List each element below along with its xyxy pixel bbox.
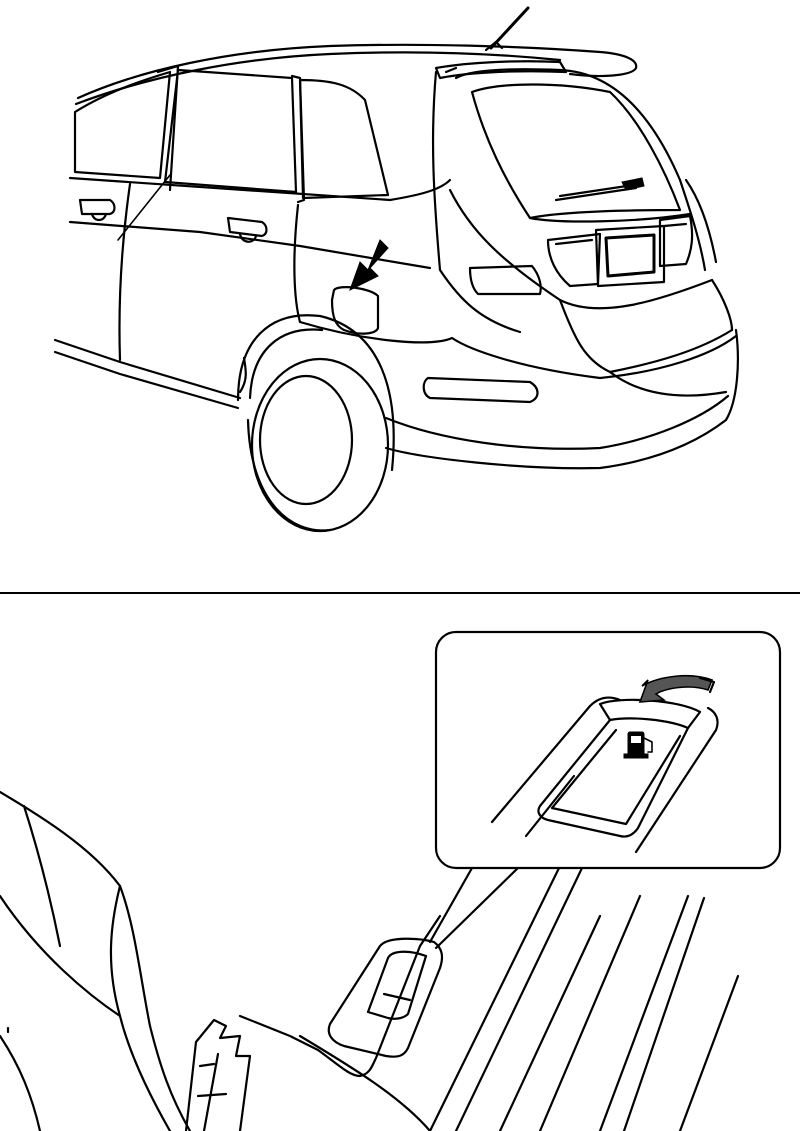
vehicle-rear-view-illustration [53,6,739,533]
rear-wiper [554,177,645,202]
rear-bumper [298,320,739,470]
fuel-release-lever [327,937,444,1058]
panel-divider [0,592,800,594]
callout-leader [428,864,522,950]
license-plate [594,224,666,288]
interior-fuel-release-illustration [0,630,782,1131]
driver-seat [0,790,192,1131]
detail-inset [434,630,782,870]
fuel-pump-icon [623,731,653,759]
pull-direction-arrow-icon [638,674,716,703]
door-handles [78,198,268,243]
inset-lever-closeup [490,696,719,854]
seat-rail [184,1018,252,1131]
roof [74,43,638,106]
floor-sill [238,864,740,1131]
tailgate [431,68,734,374]
side-windows [73,64,390,241]
tail-lights [468,214,694,296]
fuel-door [330,286,380,335]
pointer-arrow-icon [349,239,389,292]
antenna [484,6,530,52]
rear-wheel [236,314,395,533]
body-side [53,176,452,410]
